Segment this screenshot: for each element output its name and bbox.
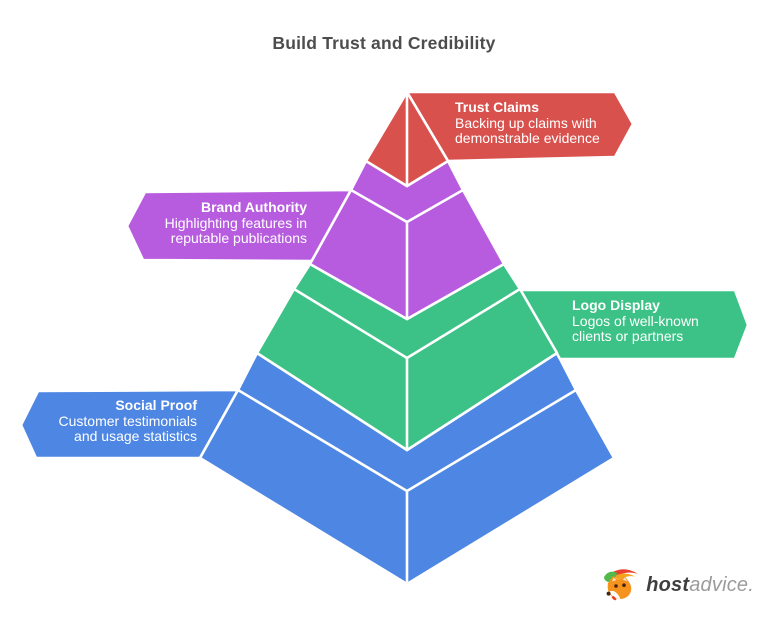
callout-description-line: reputable publications — [170, 230, 307, 246]
hostadvice-logo: hostadvice. — [601, 565, 754, 605]
callout-text-logo-display: Logo Display Logos of well-known clients… — [572, 297, 747, 345]
callout-description-line: Backing up claims with — [455, 114, 597, 131]
hostadvice-wordmark: hostadvice. — [646, 574, 754, 597]
callout-text-trust-claims: Trust Claims Backing up claims with demo… — [455, 99, 630, 147]
hostadvice-wordmark-light: advice. — [689, 573, 754, 596]
callout-description-line: demonstrable evidence — [455, 130, 600, 146]
callout-description-line: Customer testimonials — [58, 412, 198, 429]
callout-title: Trust Claims — [455, 99, 540, 115]
callout-description-line: Logos of well-known — [572, 312, 699, 329]
callout-text-social-proof: Social Proof Customer testimonials and u… — [31, 397, 198, 445]
page-title: Build Trust and Credibility — [272, 33, 496, 53]
callout-title: Brand Authority — [200, 199, 307, 215]
callout-title: Social Proof — [115, 397, 197, 413]
callout-description-line: and usage statistics — [74, 428, 197, 444]
callout-text-brand-authority: Brand Authority Highlighting features in… — [115, 199, 307, 247]
callout-title: Logo Display — [572, 297, 660, 313]
fox-mascot-icon — [604, 569, 639, 601]
callout-description-line: clients or partners — [572, 328, 684, 344]
hostadvice-wordmark-bold: host — [646, 573, 690, 596]
callout-description-line: Highlighting features in — [164, 214, 307, 231]
